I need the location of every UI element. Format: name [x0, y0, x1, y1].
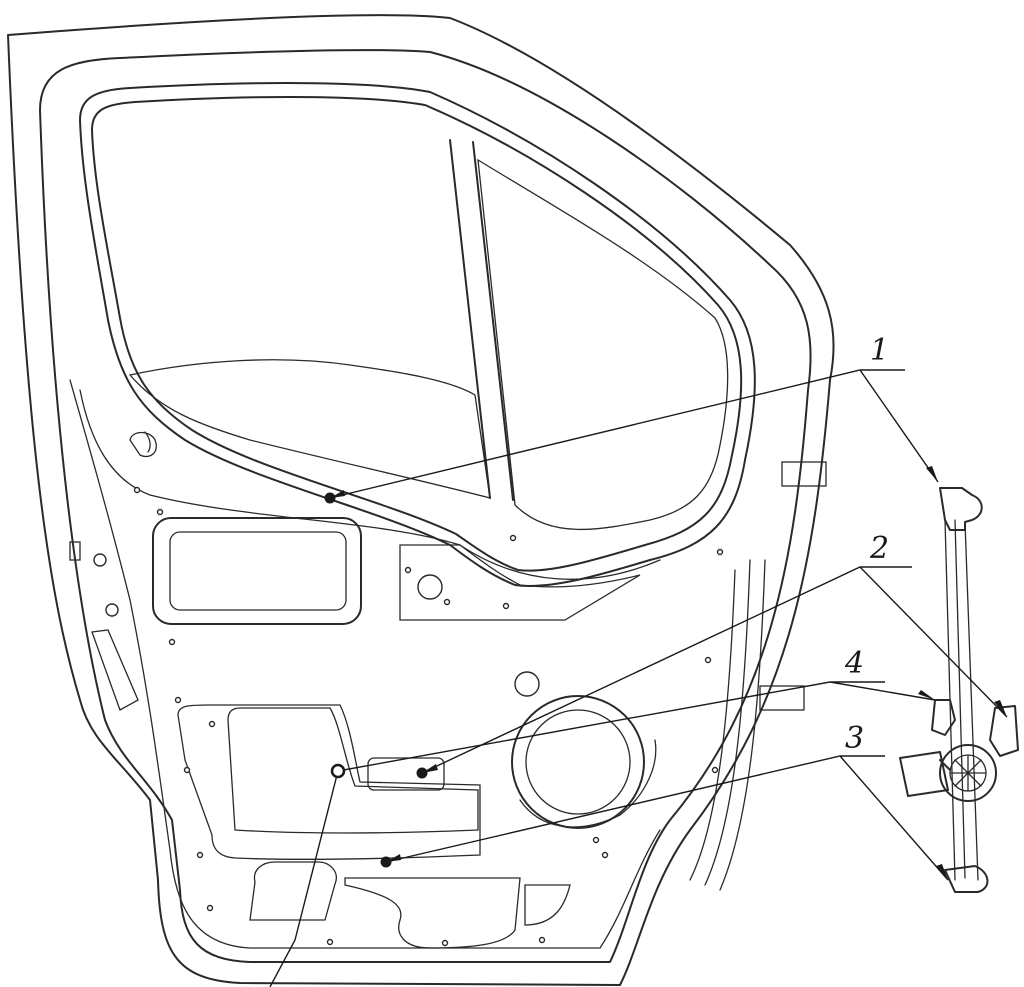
bracket-plate [399, 544, 641, 621]
edge-tab-upper [781, 461, 827, 487]
window-regulator [899, 487, 1019, 893]
point-4 [330, 763, 346, 779]
main-window-glass [128, 359, 491, 499]
leader-3 [385, 755, 949, 881]
handle-housing [344, 877, 521, 949]
inner-panel-lower [177, 704, 481, 860]
callout-3: 3 [845, 721, 864, 756]
speaker-housing [519, 739, 657, 828]
latch-strip [91, 629, 139, 711]
door-channel-lines [689, 559, 766, 891]
door-inner-panel-edge [69, 379, 661, 949]
leader-1 [329, 369, 939, 499]
leader-4 [337, 681, 936, 772]
bracket-hole [417, 574, 443, 600]
arrowheads [330, 466, 1007, 880]
callout-leaders [269, 369, 1008, 987]
regulator-motor-gear [939, 744, 997, 802]
leader-2 [421, 566, 1008, 774]
regulator-mid-bracket [931, 699, 1019, 757]
quarter-glass [477, 158, 729, 531]
mirror-mount [129, 431, 157, 458]
window-frame [79, 82, 756, 587]
window-divider [449, 139, 514, 501]
vent-grille [249, 861, 337, 921]
callout-4: 4 [844, 646, 864, 681]
door-outer-edge [7, 14, 835, 986]
leader-4-lower [269, 770, 339, 987]
callout-1: 1 [870, 333, 889, 368]
door-panel [7, 14, 835, 986]
panel-holes [69, 486, 724, 947]
panel-opening-upper-frame [152, 517, 362, 625]
inner-panel-upper [79, 389, 661, 580]
panel-opening-lower-glass [227, 707, 479, 834]
handle-pocket [524, 884, 571, 926]
callout-2: 2 [869, 531, 889, 566]
panel-opening-upper-glass [169, 531, 347, 611]
speaker-outer [511, 695, 645, 829]
speaker-inner [525, 709, 631, 815]
regulator-motor [899, 751, 951, 797]
edge-tab-lower [759, 685, 805, 711]
regulator-bottom-bracket [944, 865, 989, 893]
door-inner-flange [39, 49, 812, 963]
